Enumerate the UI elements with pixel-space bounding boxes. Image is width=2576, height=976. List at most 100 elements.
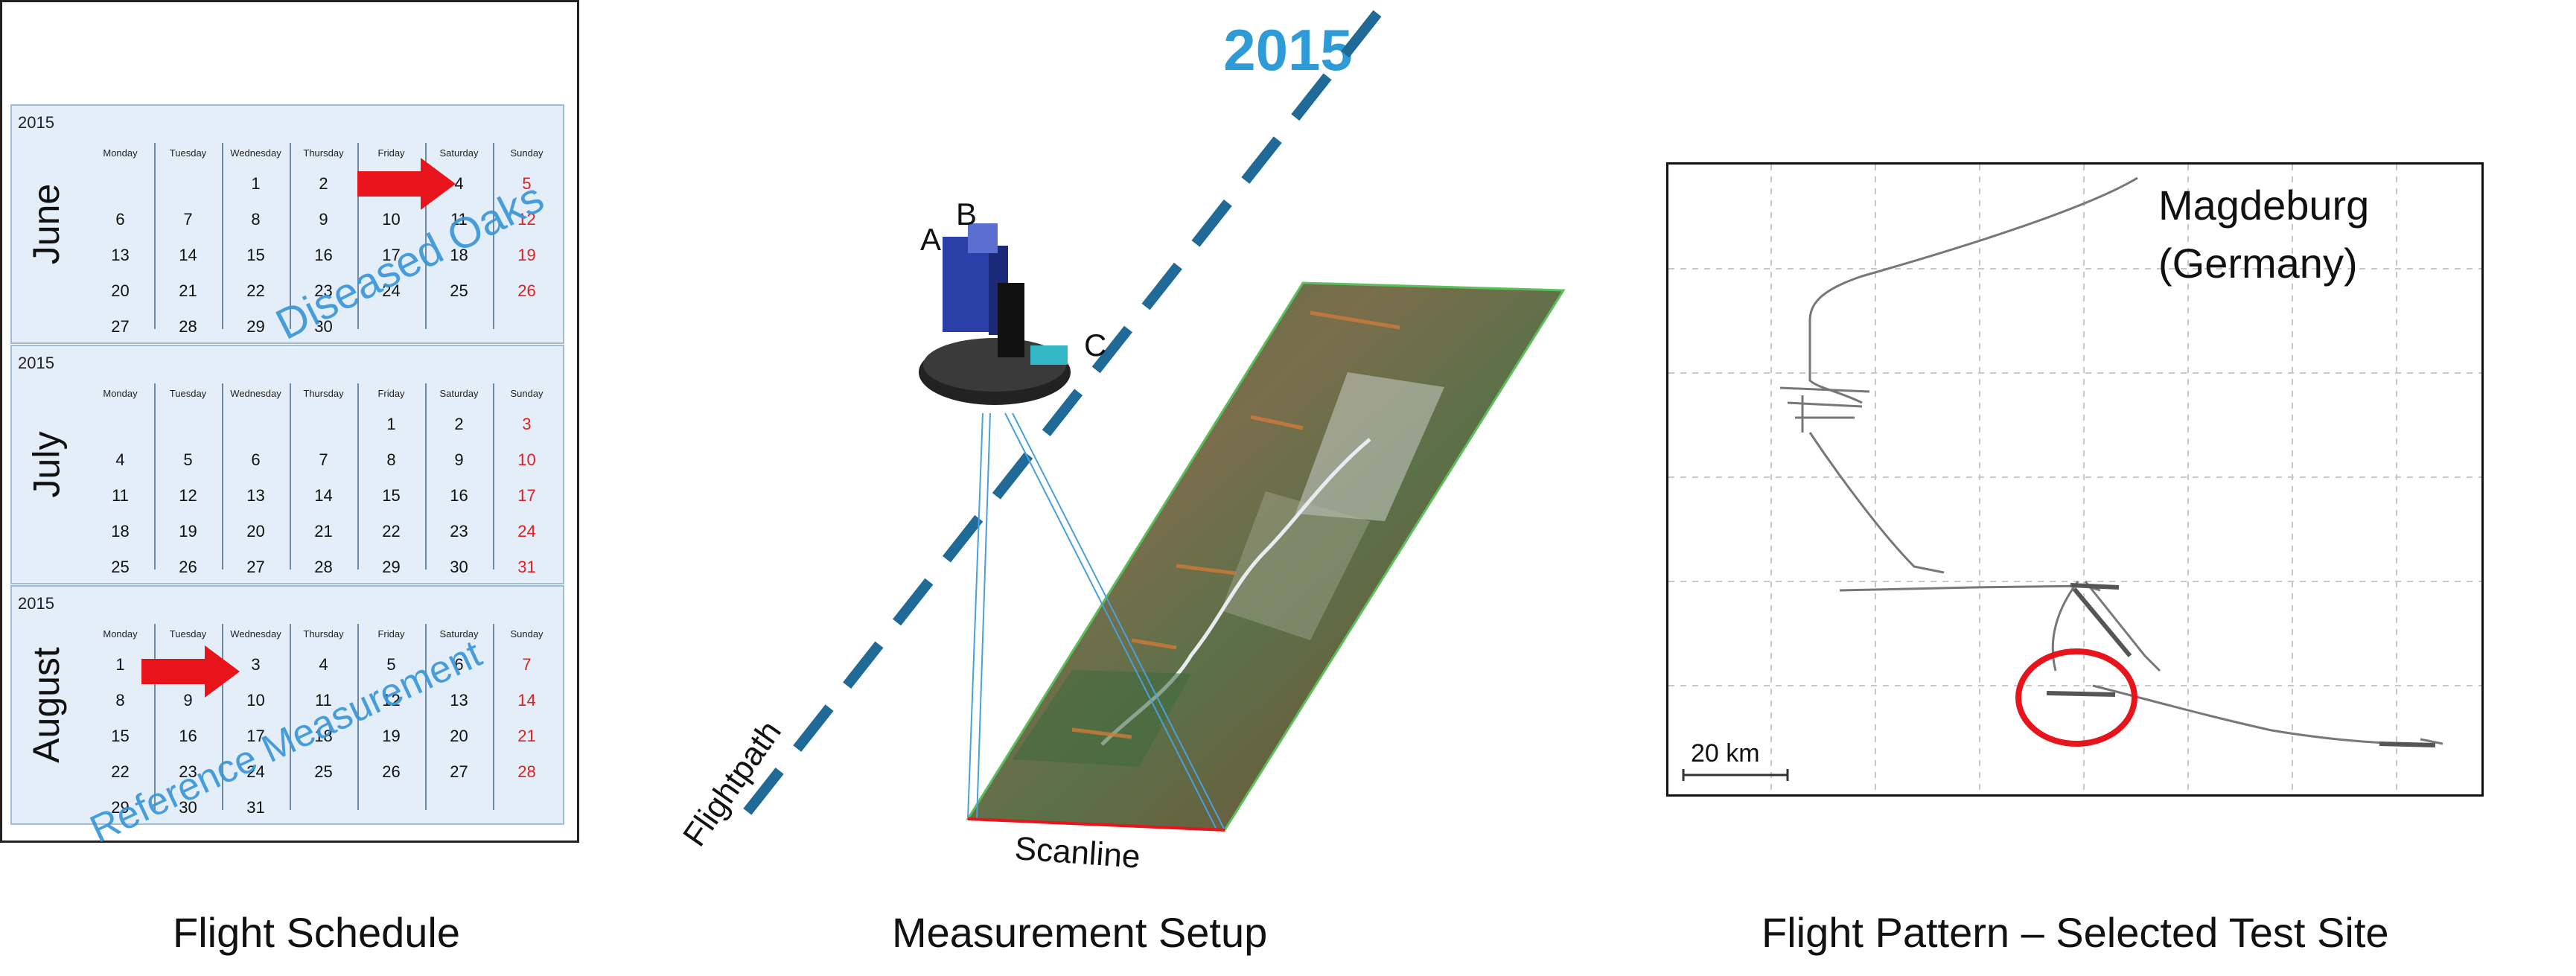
column-divider — [493, 383, 494, 570]
camera-c-body — [1030, 345, 1068, 365]
measurement-setup-diagram: Flightpath Scanline A B C — [676, 10, 1566, 875]
august-arrow-icon — [141, 645, 240, 698]
weekday-header: Saturday — [439, 628, 479, 639]
calendar-day: 21 — [517, 727, 536, 745]
city-label-line2: (Germany) — [2158, 240, 2358, 287]
swath-lower-green — [1013, 670, 1191, 767]
calendar-day: 31 — [517, 558, 536, 576]
calendar-day: 20 — [246, 522, 265, 540]
calendar-day: 26 — [382, 762, 401, 781]
calendar-day: 25 — [111, 558, 130, 576]
calendar-day: 26 — [517, 281, 536, 300]
calendar-day: 4 — [319, 655, 328, 674]
calendar-day: 1 — [386, 415, 396, 433]
flight-track-dense — [2046, 583, 2436, 747]
weekday-header: Saturday — [439, 388, 479, 399]
calendar-day: 31 — [246, 798, 265, 817]
weekday-header: Wednesday — [230, 388, 281, 399]
calendar-day: 30 — [450, 558, 468, 576]
calendar-day: 16 — [314, 246, 333, 264]
calendar-day: 22 — [382, 522, 401, 540]
calendar-day: 24 — [517, 522, 536, 540]
calendar-day: 3 — [251, 655, 261, 674]
weekday-header: Monday — [103, 388, 138, 399]
calendar-day: 19 — [382, 727, 401, 745]
calendar-day: 20 — [111, 281, 130, 300]
calendar-day: 15 — [382, 486, 401, 505]
calendar-day: 15 — [246, 246, 265, 264]
weekday-header: Thursday — [303, 147, 344, 159]
calendar-day: 4 — [454, 174, 464, 193]
calendar-day: 26 — [179, 558, 197, 576]
calendar-day: 22 — [246, 281, 265, 300]
calendar-day: 29 — [111, 798, 130, 817]
calendar-day: 2 — [319, 174, 328, 193]
calendar-day: 21 — [314, 522, 333, 540]
flightpath-line — [727, 10, 1382, 836]
calendar-day: 17 — [517, 486, 536, 505]
calendar-day: 30 — [314, 317, 333, 336]
calendar-day: 18 — [314, 727, 333, 745]
label-a: A — [920, 222, 941, 257]
calendar-day: 8 — [251, 210, 261, 229]
camera-b-body — [968, 223, 998, 253]
weekday-header: Tuesday — [169, 147, 207, 159]
calendar-day: 12 — [179, 486, 197, 505]
calendar-day: 23 — [179, 762, 197, 781]
calendar-day: 30 — [179, 798, 197, 817]
calendar-day: 18 — [111, 522, 130, 540]
scale-bar-label: 20 km — [1691, 739, 1760, 768]
calendar-day: 19 — [517, 246, 536, 264]
weekday-header: Friday — [377, 388, 405, 399]
swath-bright-area-2 — [1221, 491, 1370, 640]
flight-track — [1779, 176, 2443, 745]
calendar-day: 14 — [314, 486, 333, 505]
calendar-day: 9 — [183, 691, 193, 709]
column-divider — [290, 383, 291, 570]
caption-flight-schedule: Flight Schedule — [173, 909, 461, 956]
weekday-header: Monday — [103, 147, 138, 159]
flight-pattern-map: 20 km Magdeburg (Germany) — [1666, 162, 2484, 797]
map-grid — [1668, 165, 2481, 794]
calendar-day: 29 — [382, 558, 401, 576]
calendar-day: 8 — [115, 691, 125, 709]
calendar-day: 25 — [450, 281, 468, 300]
weekday-header: Sunday — [510, 147, 543, 159]
calendar-day: 11 — [315, 691, 332, 709]
calendar-day: 24 — [382, 281, 401, 300]
calendar-day: 16 — [450, 486, 468, 505]
column-divider — [222, 143, 223, 329]
calendar-day: 9 — [454, 450, 464, 469]
calendar-day: 28 — [179, 317, 197, 336]
caption-measurement-setup: Measurement Setup — [892, 909, 1268, 956]
month-year-label: 2015 — [18, 354, 54, 372]
calendar-year-title: 2015 — [1223, 17, 1353, 83]
calendar-day: 7 — [522, 655, 532, 674]
calendar-day: 6 — [115, 210, 125, 229]
sensor-mount — [998, 283, 1024, 357]
weekday-header: Friday — [377, 147, 405, 159]
calendar-day: 19 — [179, 522, 197, 540]
caption-flight-pattern: Flight Pattern – Selected Test Site — [1762, 909, 2389, 956]
column-divider — [425, 143, 427, 329]
calendar-day: 8 — [386, 450, 396, 469]
month-year-label: 2015 — [18, 594, 54, 613]
flight-map-canvas — [1668, 165, 2481, 794]
column-divider — [154, 383, 156, 570]
weekday-header: Tuesday — [169, 628, 207, 639]
calendar-day: 7 — [183, 210, 193, 229]
field-of-view-lines — [967, 412, 1225, 831]
column-divider — [290, 143, 291, 329]
calendar-day: 20 — [450, 727, 468, 745]
calendar-day: 10 — [246, 691, 265, 709]
weekday-header: Tuesday — [169, 388, 207, 399]
calendar-day: 27 — [450, 762, 468, 781]
calendar-day: 5 — [183, 450, 193, 469]
weekday-header: Sunday — [510, 388, 543, 399]
calendar-day: 28 — [517, 762, 536, 781]
weekday-header: Friday — [377, 628, 405, 639]
weekday-header: Sunday — [510, 628, 543, 639]
